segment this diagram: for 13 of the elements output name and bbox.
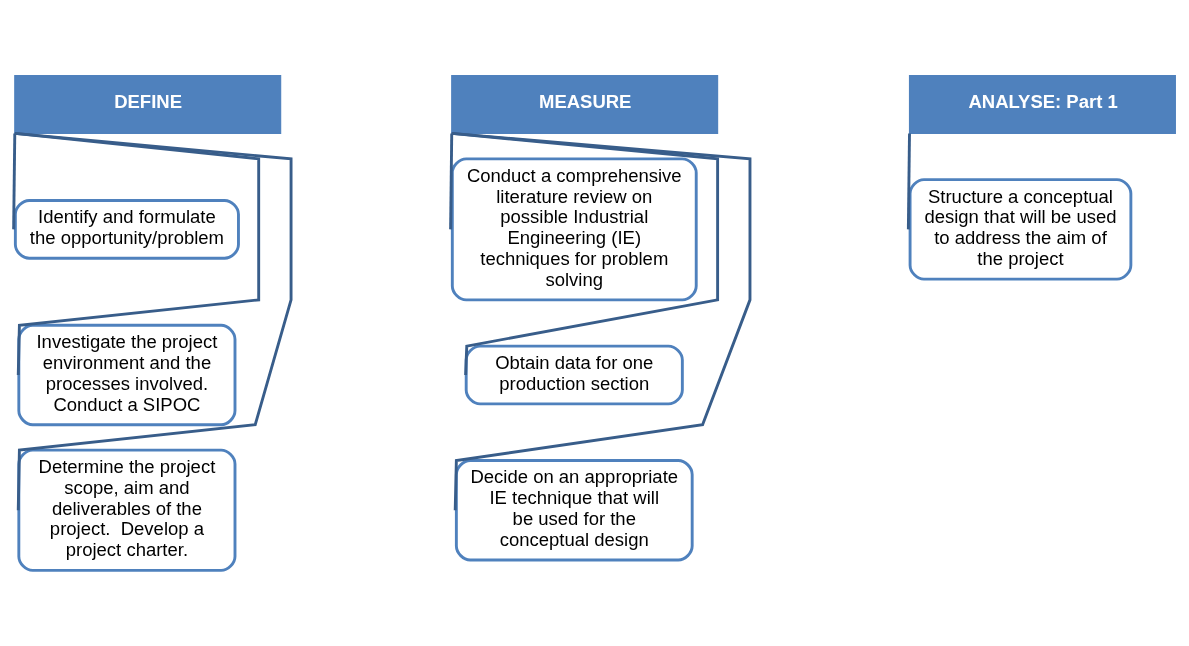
node-box: Conduct a comprehensive literature review on possible Industrial Engineering (IE) techniques for problem solving: [450, 157, 698, 302]
connector: [906, 133, 911, 230]
node-box: Structure a conceptual design that will be used to address the aim of the project: [908, 178, 1133, 281]
node-box: ANALYSE: Part 1: [908, 75, 1176, 134]
node-box: MEASURE: [451, 75, 719, 134]
node-box: Determine the project scope, aim and deliverables of the project. Develop a project charter.: [17, 448, 237, 572]
node-box: Identify and formulate the opportunity/problem: [13, 199, 240, 260]
node-box: DEFINE: [14, 75, 282, 134]
connector: [12, 133, 17, 230]
node-box: Decide on an appropriate IE technique that will be used for the conceptual design: [454, 459, 694, 562]
node-box: Investigate the project environment and the processes involved. Conduct a SIPOC: [17, 323, 237, 427]
node-box: Obtain data for one production section: [464, 344, 684, 406]
connector: [449, 133, 454, 230]
